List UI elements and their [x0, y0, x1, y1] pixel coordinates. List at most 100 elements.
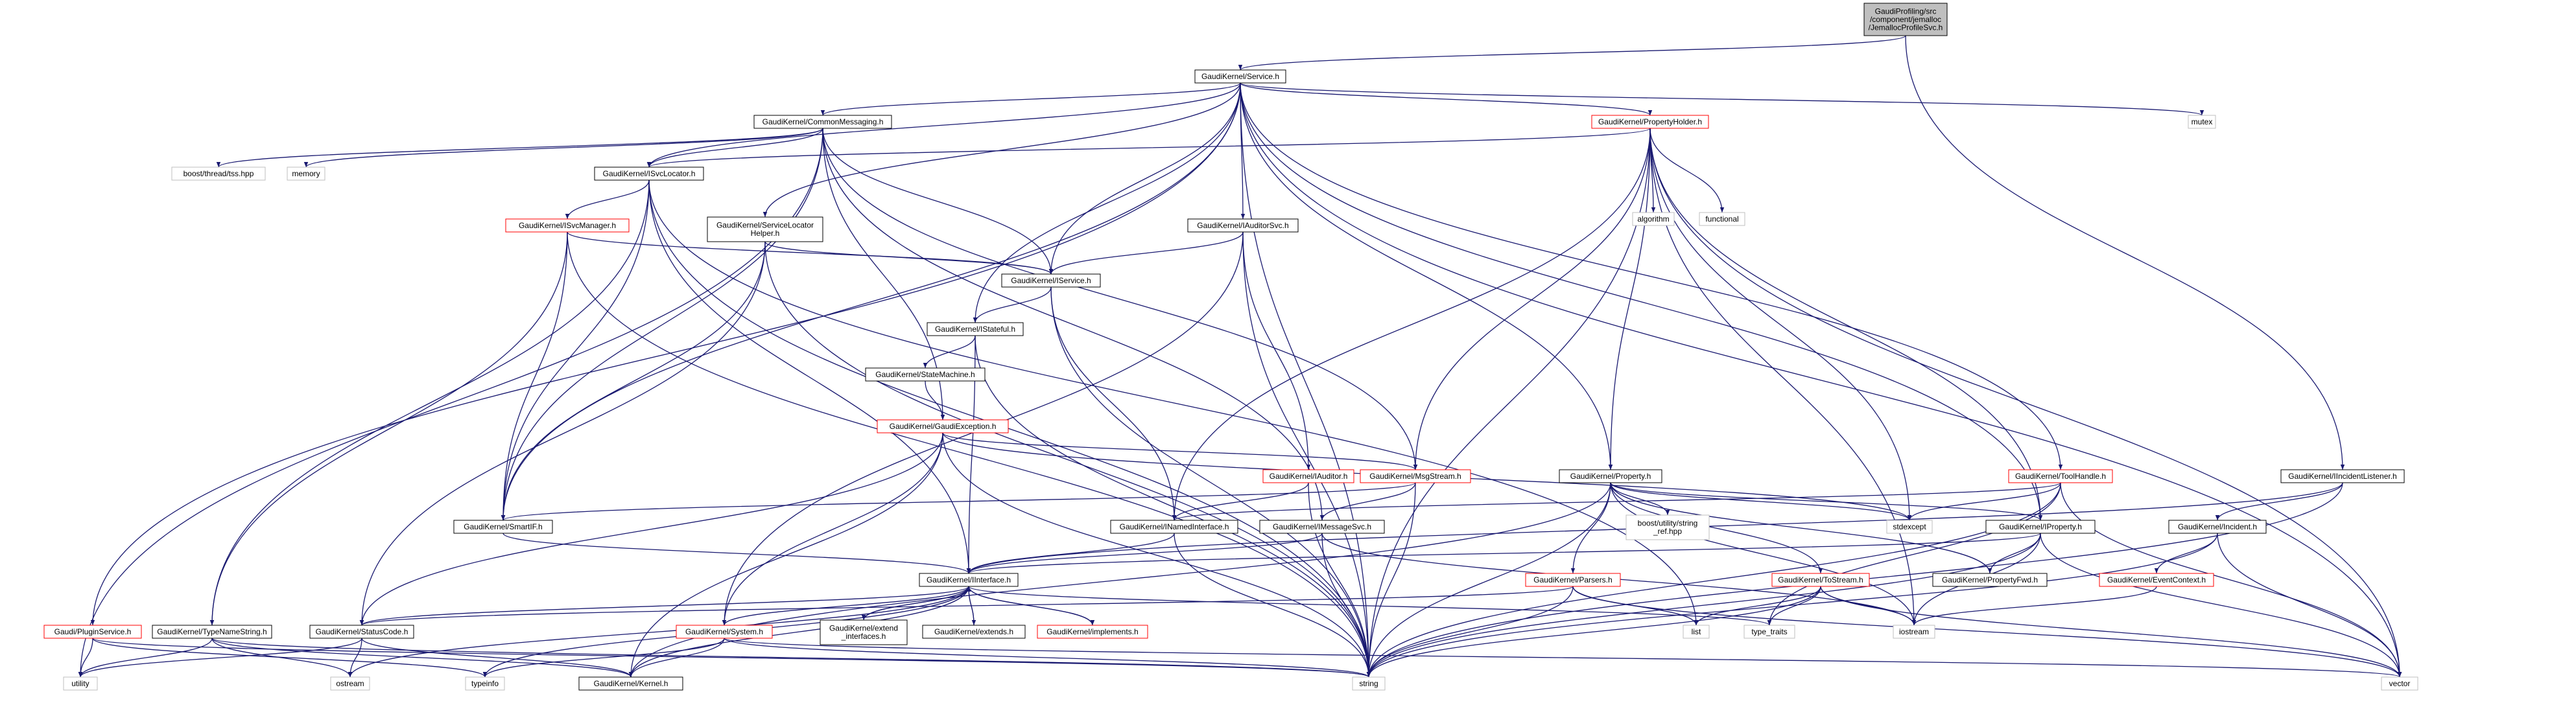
edge-property-to-iproperty — [1610, 482, 2043, 521]
edge-isvclocator-to-list — [648, 179, 1699, 626]
edge-iinterface-to-system — [722, 586, 969, 626]
node-toolhandle-label: GaudiKernel/ToolHandle.h — [2015, 472, 2106, 481]
node-boostutilitystringref: boost/utility/string_ref.hpp — [1625, 514, 1710, 540]
node-implements-box — [1037, 625, 1148, 639]
node-string-box — [1352, 676, 1386, 691]
node-boostthreadtss-box — [171, 167, 266, 181]
node-smartif-box — [453, 520, 553, 534]
edge-typenamestring-to-string — [211, 638, 1371, 678]
node-commonmessaging-label: GaudiKernel/CommonMessaging.h — [762, 117, 884, 126]
node-mutex-box — [2188, 115, 2216, 129]
node-typetraits-box — [1743, 625, 1795, 639]
edge-gaudiexception-to-statuscode — [359, 432, 943, 626]
node-propertyfwd[interactable]: GaudiKernel/PropertyFwd.h — [1932, 573, 2048, 587]
node-utility-label: utility — [71, 679, 89, 688]
edge-propertyholder-to-vector — [1649, 128, 2402, 678]
edge-toolhandle-to-inamedinterface — [1172, 482, 2061, 521]
node-system[interactable]: GaudiKernel/System.h — [676, 625, 773, 639]
edge-property-to-iostream — [1610, 482, 1917, 626]
edge-commonmessaging-to-smartif — [501, 128, 823, 521]
node-toolhandle[interactable]: GaudiKernel/ToolHandle.h — [2008, 469, 2113, 483]
edge-commonmessaging-to-memory — [304, 128, 823, 168]
edge-inamedinterface-to-iinterface — [966, 533, 1175, 574]
node-tostream[interactable]: GaudiKernel/ToStream.h — [1771, 573, 1870, 587]
edge-propertyholder-to-msgstream — [1413, 128, 1651, 470]
edge-toolhandle-to-vector — [2060, 482, 2402, 678]
node-iincidentlistener[interactable]: GaudiKernel/IIncidentListener.h — [2280, 469, 2405, 483]
edge-service-to-vector — [1240, 82, 2402, 678]
edge-iincidentlistener-to-iincident — [2215, 482, 2343, 521]
edge-iauditorsvc-to-iauditor — [1242, 231, 1311, 470]
node-service-box — [1194, 69, 1286, 84]
edge-iproperty-to-vector — [2040, 533, 2402, 678]
node-parsers[interactable]: GaudiKernel/Parsers.h — [1525, 573, 1621, 587]
edges-layer — [78, 35, 2402, 678]
node-iincident[interactable]: GaudiKernel/Incident.h — [2168, 520, 2267, 534]
node-commonmessaging[interactable]: GaudiKernel/CommonMessaging.h — [753, 115, 892, 129]
edge-isvcmanager-to-typenamestring — [209, 231, 568, 626]
edge-parsers-to-vector — [1572, 586, 2402, 678]
edge-isvclocator-to-isvcmanager — [565, 179, 650, 220]
node-property[interactable]: GaudiKernel/Property.h — [1559, 469, 1662, 483]
edge-isvclocator-to-iinterface — [648, 179, 971, 574]
node-boostutilitystringref-box — [1625, 514, 1710, 540]
node-iservice[interactable]: GaudiKernel/IService.h — [1001, 273, 1101, 288]
node-iproperty[interactable]: GaudiKernel/IProperty.h — [1985, 520, 2096, 534]
node-msgstream[interactable]: GaudiKernel/MsgStream.h — [1360, 469, 1471, 483]
node-root[interactable]: GaudiProfiling/src/component/jemalloc/Je… — [1863, 3, 1948, 36]
edge-iinterface-to-ostream — [348, 586, 969, 678]
node-isvclocator-box — [594, 167, 704, 181]
edge-property-to-stdexcept — [1610, 482, 1912, 521]
nodes-layer: GaudiProfiling/src/component/jemalloc/Je… — [43, 3, 2418, 691]
node-istateful[interactable]: GaudiKernel/IStateful.h — [927, 322, 1024, 336]
node-propertyholder[interactable]: GaudiKernel/PropertyHolder.h — [1591, 115, 1709, 129]
node-parsers-label: GaudiKernel/Parsers.h — [1533, 575, 1612, 584]
node-extendinterfaces[interactable]: GaudiKernel/extend_interfaces.h — [820, 619, 908, 645]
node-propertyfwd-box — [1932, 573, 2048, 587]
node-pluginservice-box — [43, 625, 142, 639]
node-statuscode[interactable]: GaudiKernel/StatusCode.h — [309, 625, 414, 639]
node-gaudiexception[interactable]: GaudiKernel/GaudiException.h — [877, 419, 1009, 433]
node-service[interactable]: GaudiKernel/Service.h — [1194, 69, 1286, 84]
edge-system-to-string — [724, 638, 1371, 678]
edge-eventcontext-to-iostream — [1911, 586, 2157, 626]
node-iauditor[interactable]: GaudiKernel/IAuditor.h — [1262, 469, 1354, 483]
node-iauditorsvc-box — [1187, 218, 1299, 233]
node-statemachine-label: GaudiKernel/StateMachine.h — [875, 370, 975, 379]
edge-commonmessaging-to-boostthreadtss — [217, 128, 823, 168]
node-gaudiexception-box — [877, 419, 1009, 433]
edge-service-to-mutex — [1240, 82, 2204, 116]
edge-msgstream-to-imessagesvc — [1319, 482, 1416, 521]
node-iservice-box — [1001, 273, 1101, 288]
edge-parsers-to-string — [1366, 586, 1574, 678]
edge-servicelocatorhelper-to-smartif — [501, 241, 766, 521]
node-imessagesvc[interactable]: GaudiKernel/IMessageSvc.h — [1259, 520, 1385, 534]
node-kernel[interactable]: GaudiKernel/Kernel.h — [578, 676, 683, 691]
edge-typenamestring-to-ostream — [211, 638, 353, 678]
edge-root-to-service — [1238, 35, 1906, 71]
node-inamedinterface[interactable]: GaudiKernel/INamedInterface.h — [1110, 520, 1238, 534]
node-isvcmanager[interactable]: GaudiKernel/ISvcManager.h — [505, 218, 630, 233]
node-system-label: GaudiKernel/System.h — [685, 627, 763, 636]
node-eventcontext[interactable]: GaudiKernel/EventContext.h — [2099, 573, 2214, 587]
node-isvclocator[interactable]: GaudiKernel/ISvcLocator.h — [594, 167, 704, 181]
edge-service-to-isvclocator — [646, 82, 1241, 168]
node-iauditorsvc[interactable]: GaudiKernel/IAuditorSvc.h — [1187, 218, 1299, 233]
edge-iauditor-to-inamedinterface — [1172, 482, 1309, 521]
edge-system-to-typeinfo — [482, 638, 725, 678]
node-iinterface[interactable]: GaudiKernel/IInterface.h — [919, 573, 1019, 587]
edge-property-to-boostutilitystringref — [1610, 482, 1670, 516]
node-typenamestring[interactable]: GaudiKernel/TypeNameString.h — [152, 625, 272, 639]
edge-commonmessaging-to-imessagesvc — [822, 128, 1325, 521]
node-stdexcept-box — [1886, 520, 1933, 534]
node-extends[interactable]: GaudiKernel/extends.h — [922, 625, 1026, 639]
edge-propertyholder-to-isvclocator — [647, 128, 1651, 168]
node-statemachine[interactable]: GaudiKernel/StateMachine.h — [865, 367, 986, 382]
node-boostthreadtss: boost/thread/tss.hpp — [171, 167, 266, 181]
node-implements[interactable]: GaudiKernel/implements.h — [1037, 625, 1148, 639]
node-smartif[interactable]: GaudiKernel/SmartIF.h — [453, 520, 553, 534]
node-iincident-label: GaudiKernel/Incident.h — [2178, 522, 2257, 531]
node-pluginservice[interactable]: Gaudi/PluginService.h — [43, 625, 142, 639]
edge-property-to-tostream — [1610, 482, 1823, 574]
